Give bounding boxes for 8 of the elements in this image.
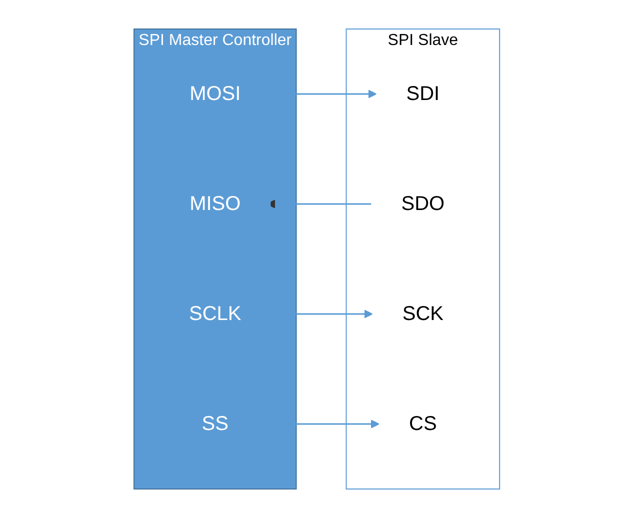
node-text: CS: [408, 413, 437, 435]
node-text: MOSI: [189, 83, 240, 105]
node-text: SDO: [400, 193, 444, 215]
node-text: SS: [201, 413, 228, 435]
node-text: SCK: [402, 303, 444, 325]
node-text: SCLK: [188, 303, 241, 325]
node-text: SDI: [406, 83, 440, 105]
node-text: MISO: [189, 193, 240, 215]
